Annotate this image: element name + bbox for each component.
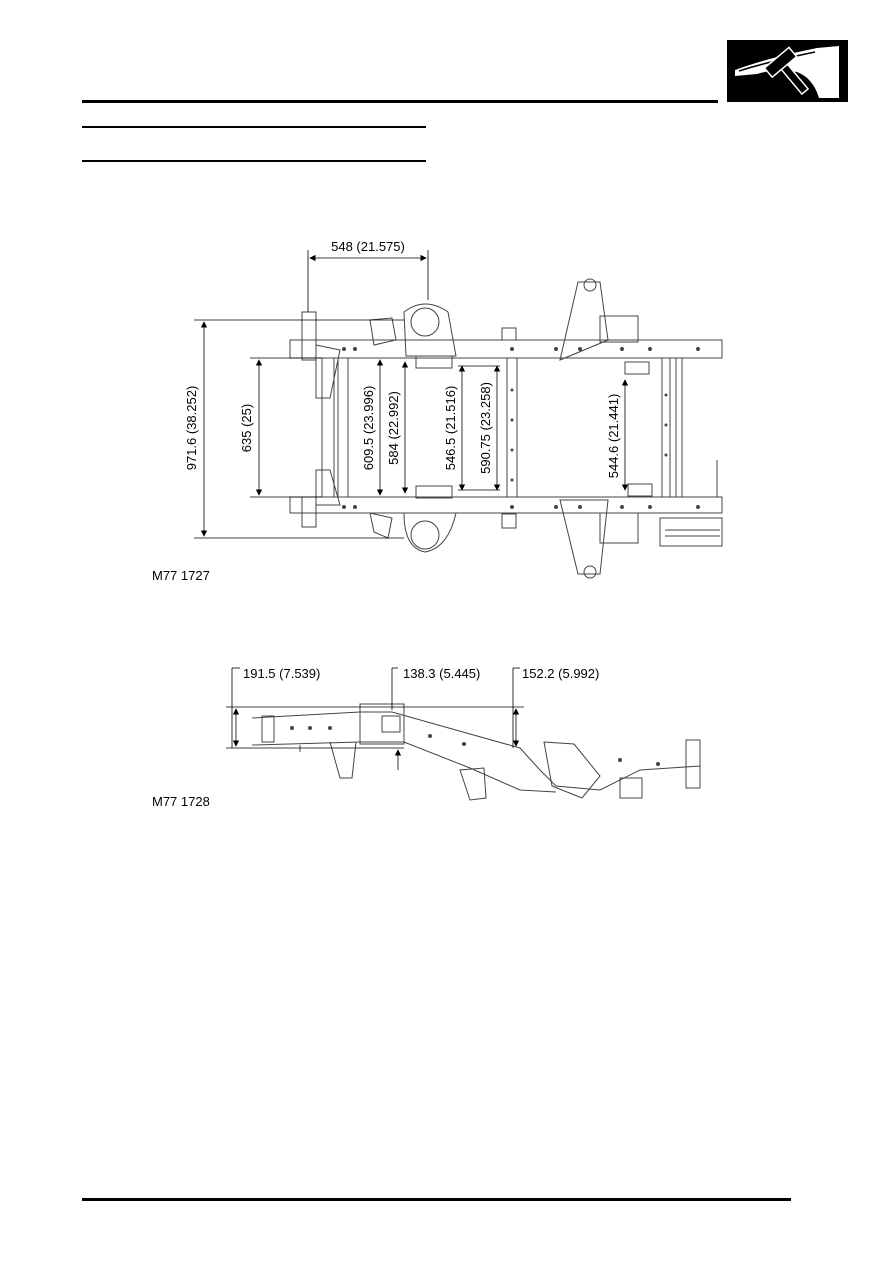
dim-width-top: 548 (21.575)	[331, 239, 405, 254]
title-rule-lower	[82, 160, 426, 162]
chassis-side-figure: 191.5 (7.539) 138.3 (5.445) 152.2 (5.992…	[226, 666, 701, 801]
footer-rule	[82, 1198, 791, 1201]
hammer-on-vehicle-wing-icon	[735, 46, 839, 98]
section-badge	[727, 40, 848, 102]
header-rule	[82, 100, 718, 103]
dim-h3: 152.2 (5.992)	[522, 666, 599, 681]
dim-h1: 191.5 (7.539)	[243, 666, 320, 681]
dim-h2: 138.3 (5.445)	[403, 666, 480, 681]
dim-d3: 546.5 (21.516)	[443, 386, 458, 471]
dim-d1: 609.5 (23.996)	[361, 386, 376, 471]
chassis-plan-figure: 548 (21.575) 971.6 (38.252) 635 (25) 609…	[184, 239, 723, 579]
title-rule-upper	[82, 126, 426, 128]
figure-1-caption: M77 1727	[152, 568, 210, 583]
dim-d2: 584 (22.992)	[386, 391, 401, 465]
dim-d4: 590.75 (23.258)	[478, 382, 493, 474]
dim-d5: 544.6 (21.441)	[606, 394, 621, 479]
figure-2-caption: M77 1728	[152, 794, 210, 809]
dim-inner: 635 (25)	[239, 404, 254, 452]
dim-overall: 971.6 (38.252)	[184, 386, 199, 471]
